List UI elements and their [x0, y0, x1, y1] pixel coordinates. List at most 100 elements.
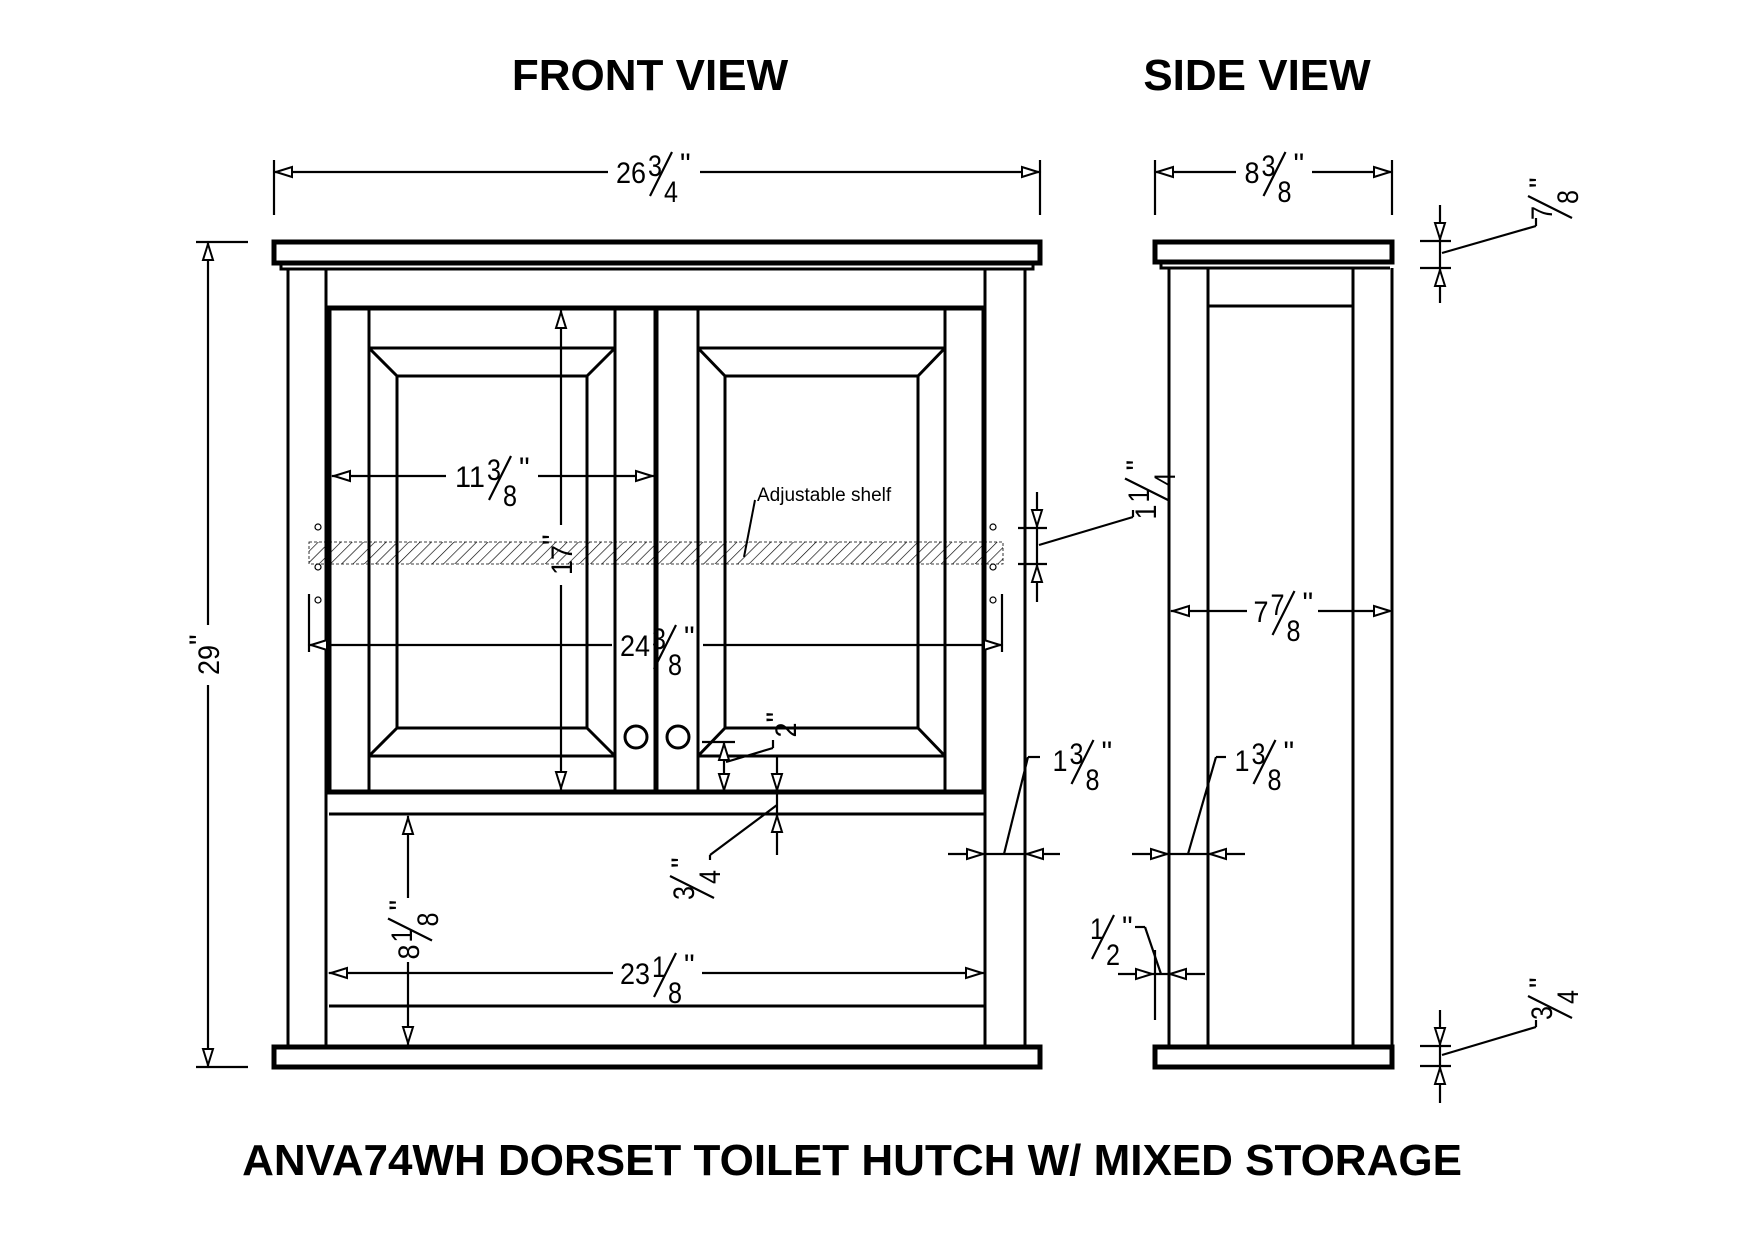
- dim-denominator: 8: [1278, 176, 1292, 209]
- dim-numerator: 3: [668, 886, 701, 900]
- dim-base-thickness: 34": [1524, 977, 1585, 1020]
- product-title: ANVA74WH DORSET TOILET HUTCH W/ MIXED ST…: [242, 1136, 1462, 1185]
- dim-whole: 23: [620, 958, 650, 991]
- dim-unit: ": [666, 857, 699, 868]
- dim-fraction-slash: [653, 624, 677, 670]
- dim-fraction-slash: [387, 917, 433, 942]
- dim-denominator: 8: [503, 480, 517, 513]
- dim-unit: ": [680, 148, 691, 181]
- dim-numerator: 3: [1070, 738, 1084, 771]
- dim-top-thickness: 78": [1524, 177, 1585, 220]
- dim-whole: 1: [1235, 745, 1250, 778]
- side-view: [1152, 239, 1395, 1070]
- front-top-cap: [271, 239, 1043, 266]
- dim-denominator: 4: [664, 176, 678, 209]
- side-top-molding: [1159, 262, 1390, 270]
- dim-fraction-slash: [1252, 739, 1277, 785]
- dim-fraction-slash: [649, 151, 673, 197]
- front-base: [271, 1044, 1043, 1070]
- dim-unit: ": [684, 621, 695, 654]
- dim-whole: 2: [770, 723, 803, 738]
- dim-numerator: 3: [487, 454, 501, 487]
- dim-unit: ": [1524, 977, 1557, 988]
- dim-whole: 7: [1254, 596, 1269, 629]
- dim-whole: 1: [1130, 505, 1163, 520]
- dim-rail-thickness: 3 4 ": [666, 857, 727, 900]
- left-door-knob-icon: [623, 724, 649, 750]
- dim-denominator: 8: [1268, 764, 1282, 797]
- dim-fraction-slash: [1262, 151, 1287, 197]
- side-view-title: SIDE VIEW: [1143, 51, 1371, 100]
- dim-unit: ": [519, 452, 530, 485]
- dim-whole: 29: [193, 645, 226, 675]
- front-view: Adjustable shelf: [271, 239, 1043, 1070]
- dim-numerator: 3: [1252, 738, 1266, 771]
- dim-door-height: 17": [537, 534, 579, 575]
- dim-unit: ": [1121, 460, 1154, 471]
- dim-numerator: 1: [1123, 489, 1156, 503]
- dim-unit: ": [1294, 148, 1305, 181]
- dim-numerator: 3: [1262, 150, 1276, 183]
- dim-fraction-slash: [1527, 195, 1573, 219]
- dim-whole: 24: [620, 630, 650, 663]
- dim-back-thickness: 12": [1090, 911, 1133, 972]
- dim-numerator: 7: [1271, 589, 1285, 622]
- dim-unit: ": [1524, 177, 1557, 188]
- dim-numerator: 3: [648, 150, 662, 183]
- dim-unit: ": [537, 534, 570, 545]
- dim-fraction-slash: [1271, 590, 1296, 636]
- dim-unit: ": [1303, 587, 1314, 620]
- dim-denominator: 4: [1149, 473, 1182, 487]
- shelf-note-leader: [743, 499, 756, 558]
- dim-whole: 8: [393, 945, 426, 960]
- dim-denominator: 4: [1552, 990, 1585, 1004]
- dim-whole: 26: [616, 157, 646, 190]
- dim-denominator: 8: [668, 649, 682, 682]
- dim-whole: 17: [546, 545, 579, 575]
- dim-knob-offset: 2": [761, 712, 803, 738]
- dim-overall-height: 29": [184, 634, 226, 675]
- dim-unit: ": [761, 712, 794, 723]
- dim-unit: ": [1284, 736, 1295, 769]
- dim-numerator: 1: [386, 929, 419, 943]
- dim-numerator: 3: [652, 623, 666, 656]
- dim-denominator: 8: [668, 977, 682, 1010]
- side-top-cap: [1152, 239, 1395, 265]
- shelf-pin-holes: [314, 523, 997, 604]
- dim-whole: 1: [1053, 745, 1068, 778]
- front-view-title: FRONT VIEW: [512, 51, 789, 100]
- dim-unit: ": [684, 949, 695, 982]
- shelf-note: Adjustable shelf: [757, 485, 892, 506]
- dim-unit: ": [1122, 911, 1133, 944]
- dim-fraction-slash: [1091, 914, 1115, 960]
- dim-whole: 11: [455, 461, 485, 494]
- dim-numerator: 7: [1526, 206, 1559, 220]
- dim-fraction-slash: [653, 952, 677, 998]
- dim-denominator: 2: [1106, 939, 1120, 972]
- dim-open-shelf-height: 818": [384, 900, 445, 960]
- dim-denominator: 8: [1287, 615, 1301, 648]
- dim-numerator: 1: [652, 951, 666, 984]
- adjustable-shelf: [308, 541, 1004, 565]
- dim-fraction-slash: [1124, 477, 1170, 502]
- dim-denominator: 4: [694, 870, 727, 884]
- dim-fraction-slash: [1070, 739, 1095, 785]
- dim-shelf-thickness: 1 1 4 ": [1121, 460, 1182, 520]
- front-top-molding: [279, 263, 1035, 271]
- dim-fraction-slash: [669, 875, 715, 899]
- side-base: [1152, 1044, 1395, 1070]
- dim-unit: ": [184, 634, 217, 645]
- dim-unit: ": [384, 900, 417, 911]
- dim-denominator: 8: [1086, 764, 1100, 797]
- dim-unit: ": [1102, 736, 1113, 769]
